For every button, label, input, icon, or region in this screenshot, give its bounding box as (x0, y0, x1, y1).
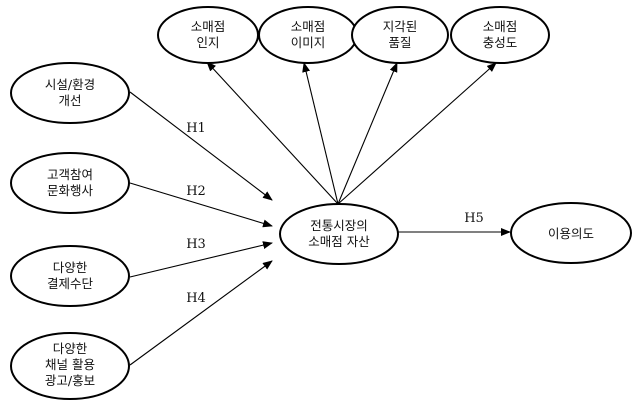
svg-text:고객참여: 고객참여 (47, 167, 93, 182)
label-h1: H1 (186, 121, 206, 136)
arrow-h1 (129, 91, 273, 201)
svg-text:소매점: 소매점 (483, 19, 518, 34)
svg-text:다양한: 다양한 (53, 260, 88, 275)
node-channel-advertising: 다양한 채널 활용 광고/홍보 (10, 332, 130, 400)
svg-text:지각된: 지각된 (383, 19, 418, 34)
label-h2: H2 (186, 184, 206, 199)
node-store-image: 소매점 이미지 (258, 6, 358, 64)
arrow-to-quality (337, 62, 398, 205)
node-usage-intention: 이용의도 (510, 202, 632, 264)
svg-text:다양한: 다양한 (53, 341, 88, 356)
arrow-to-loyalty (337, 62, 497, 205)
svg-text:결제수단: 결제수단 (47, 276, 94, 291)
svg-text:충성도: 충성도 (483, 35, 518, 50)
svg-text:이미지: 이미지 (291, 35, 326, 50)
svg-text:시설/환경: 시설/환경 (45, 77, 95, 92)
svg-text:채널 활용: 채널 활용 (45, 357, 95, 372)
arrow-h4 (129, 260, 273, 366)
node-store-loyalty: 소매점 충성도 (450, 6, 550, 64)
node-facility-improvement: 시설/환경 개선 (10, 62, 130, 124)
label-h5: H5 (464, 211, 484, 226)
node-store-awareness: 소매점 인지 (157, 6, 259, 64)
arrow-to-image (302, 62, 339, 205)
arrow-to-awareness (206, 61, 339, 205)
svg-text:광고/홍보: 광고/홍보 (45, 373, 95, 388)
arrow-h2 (129, 182, 273, 228)
svg-text:소매점 자산: 소매점 자산 (308, 234, 370, 249)
label-h4: H4 (186, 291, 206, 306)
node-perceived-quality: 지각된 품질 (351, 6, 449, 64)
svg-text:개선: 개선 (58, 93, 81, 108)
svg-text:소매점: 소매점 (291, 19, 326, 34)
arrow-h3 (129, 241, 273, 278)
svg-text:전통시장의: 전통시장의 (310, 218, 368, 233)
node-payment-methods: 다양한 결제수단 (10, 245, 130, 307)
node-customer-events: 고객참여 문화행사 (10, 152, 130, 214)
svg-text:품질: 품질 (388, 35, 411, 50)
node-store-equity: 전통시장의 소매점 자산 (279, 203, 399, 265)
label-h3: H3 (186, 237, 206, 252)
svg-text:이용의도: 이용의도 (548, 226, 594, 241)
svg-text:문화행사: 문화행사 (47, 183, 94, 198)
svg-text:소매점: 소매점 (191, 19, 226, 34)
svg-text:인지: 인지 (196, 35, 219, 50)
